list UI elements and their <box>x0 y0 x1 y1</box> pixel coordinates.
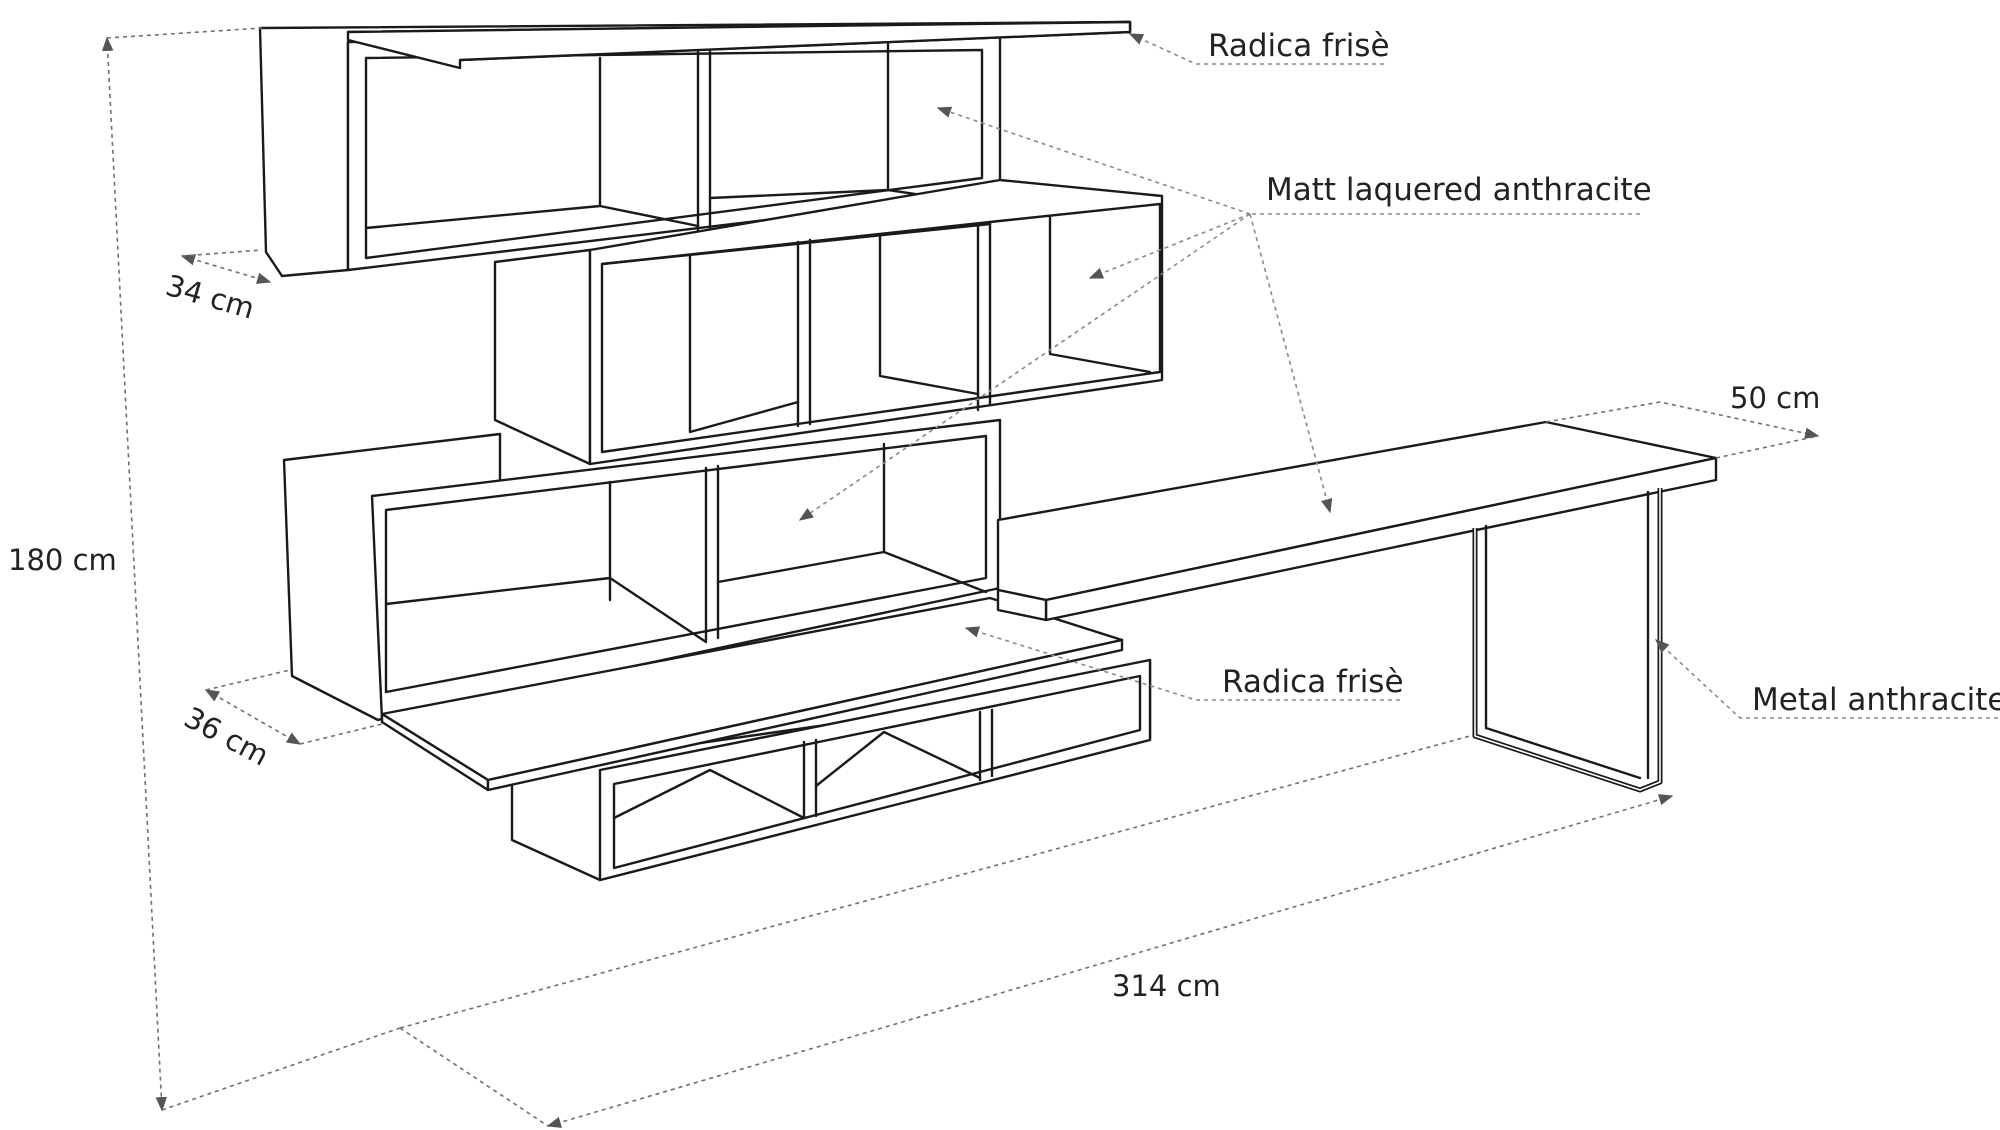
top-shelf-callout-line <box>1128 33 1384 65</box>
width-dimension-label: 314 cm <box>1112 969 1221 1003</box>
middle-bookcase-block <box>493 178 1164 466</box>
lower-desk-panel <box>380 596 1124 792</box>
lower-bookcase-block <box>282 418 1002 722</box>
leg-callout-line <box>1654 639 1998 719</box>
bottom-depth-dimension-line <box>204 669 383 745</box>
top-depth-dimension-label: 34 cm <box>162 268 258 326</box>
top-shelf-material-label: Radica frisè <box>1208 28 1390 64</box>
desk-depth-dimension-label: 50 cm <box>1730 381 1820 415</box>
desk-top <box>996 420 1718 622</box>
bottom-depth-dimension-label: 36 cm <box>179 700 275 772</box>
desk-depth-dimension-line <box>1545 401 1820 459</box>
desk-callout-line <box>964 626 1400 701</box>
body-material-label: Matt laquered anthracite <box>1266 172 1652 208</box>
leg-material-label: Metal anthracite <box>1752 682 2000 718</box>
height-dimension-label: 180 cm <box>8 543 117 577</box>
metal-leg <box>1472 488 1663 793</box>
body-callout-lines <box>798 106 1640 521</box>
width-dimension-line <box>399 735 1674 1128</box>
desk-material-label: Radica frisè <box>1222 664 1404 700</box>
top-shelf <box>346 20 1132 70</box>
top-depth-dimension-line <box>180 249 272 284</box>
height-dimension-line <box>101 27 401 1112</box>
